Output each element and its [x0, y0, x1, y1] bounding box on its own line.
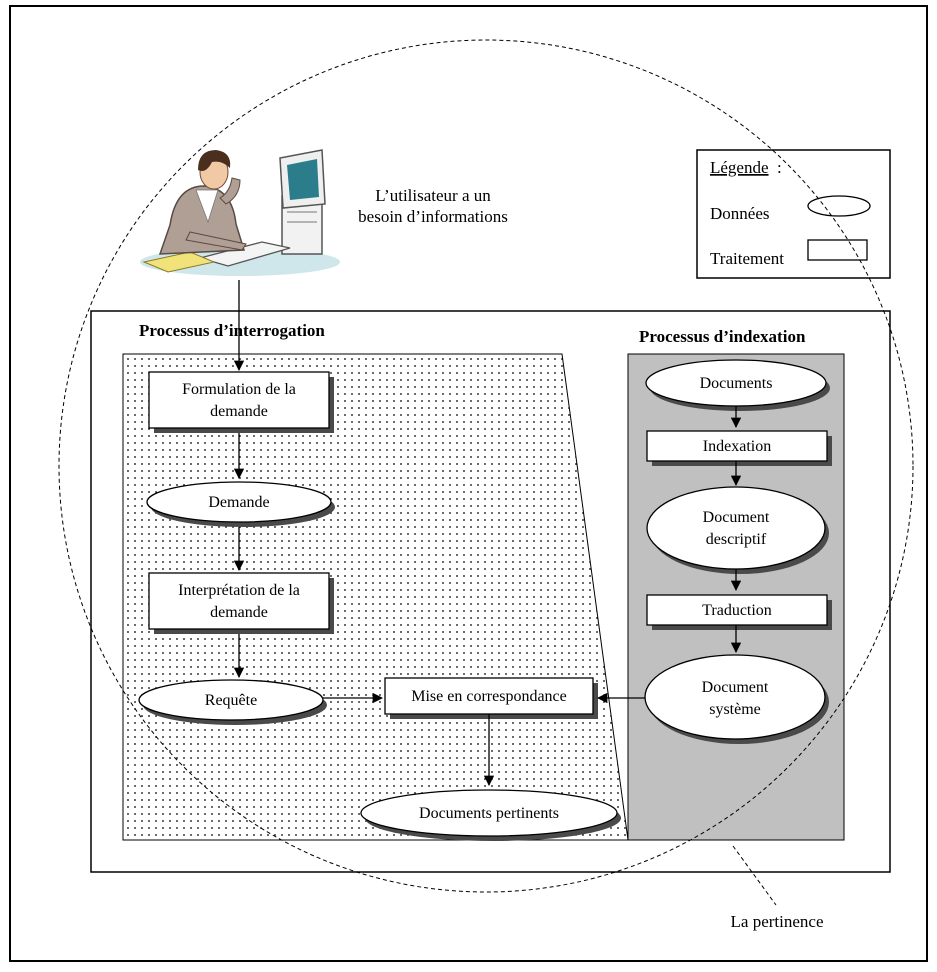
relevant-docs-ellipse: Documents pertinents [360, 789, 621, 841]
legend-processing-label: Traitement [710, 249, 784, 268]
demande-ellipse: Demande [146, 481, 335, 527]
relevant-docs-label: Documents pertinents [419, 805, 559, 822]
interpretation-line1: Interprétation de la [178, 582, 300, 599]
formulation-line2: demande [210, 403, 268, 420]
interpretation-line2: demande [210, 604, 268, 621]
legend-title: Légende [710, 158, 769, 177]
matching-label: Mise en correspondance [411, 688, 567, 705]
translation-label: Traduction [702, 602, 772, 619]
documents-ellipse: Documents [645, 359, 830, 411]
descriptive-doc-line2: descriptif [706, 531, 767, 548]
formulation-line1: Formulation de la [182, 381, 296, 398]
relevance-circle [58, 39, 914, 893]
system-doc-line1: Document [702, 679, 769, 696]
indexation-title: Processus d’indexation [639, 327, 806, 346]
legend-data-label: Données [710, 204, 769, 223]
user-at-computer-icon [140, 149, 340, 276]
documents-label: Documents [700, 375, 773, 392]
system-doc-line2: système [709, 701, 761, 718]
relevance-pointer [732, 845, 777, 906]
formulation-box: Formulation de la demande [148, 371, 334, 433]
descriptive-doc-ellipse: Document descriptif [646, 486, 829, 574]
translation-box: Traduction [646, 594, 832, 630]
demande-label: Demande [208, 494, 269, 511]
legend-colon: : [777, 158, 782, 177]
interpretation-box: Interprétation de la demande [148, 572, 334, 634]
user-need-caption-line1: L’utilisateur a un [375, 186, 491, 205]
system-doc-ellipse: Document système [644, 654, 829, 744]
legend: Légende : Données Traitement [696, 149, 891, 279]
legend-processing-symbol [807, 239, 868, 261]
indexation-step-label: Indexation [703, 438, 771, 455]
indexation-step-box: Indexation [646, 430, 832, 466]
legend-data-symbol [807, 195, 871, 217]
matching-box: Mise en correspondance [384, 677, 598, 719]
requete-label: Requête [205, 692, 257, 709]
descriptive-doc-line1: Document [703, 509, 770, 526]
requete-ellipse: Requête [138, 679, 327, 725]
interrogation-title: Processus d’interrogation [139, 321, 325, 340]
page-frame [9, 5, 928, 962]
relevance-label: La pertinence [731, 912, 824, 931]
user-need-caption-line2: besoin d’informations [358, 207, 508, 226]
